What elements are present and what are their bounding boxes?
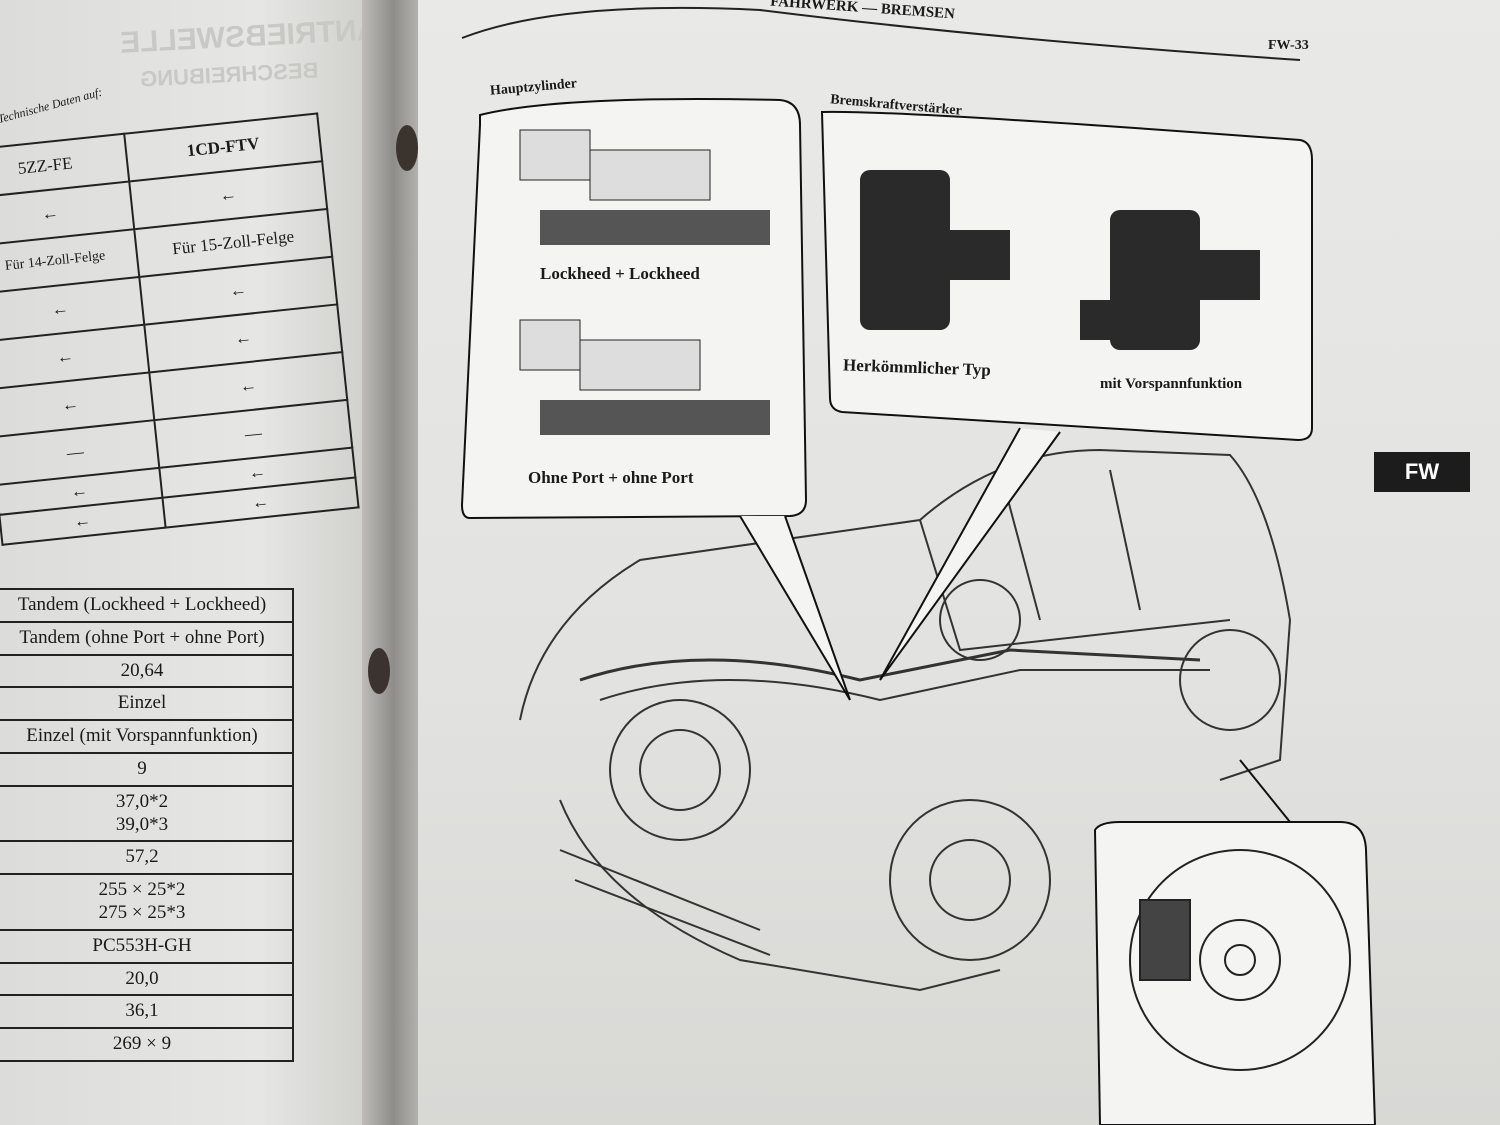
cell: 255 × 25*2 275 × 25*3: [0, 873, 294, 931]
table-row: Tandem (ohne Port + ohne Port): [0, 620, 294, 656]
brake-booster-drawing: [860, 170, 1260, 350]
binder-hole: [396, 125, 418, 171]
table-row: 20,64: [0, 653, 294, 689]
cell: Tandem (Lockheed + Lockheed): [0, 588, 294, 623]
left-page: ANTRIEBSWELLE BESCHREIBUNG Technische Da…: [0, 0, 379, 1125]
master-cylinder-caption-top: Lockheed + Lockheed: [540, 264, 700, 283]
header-rule: [461, 6, 1301, 61]
page-number: FW-33: [1268, 38, 1309, 53]
cell: 57,2: [0, 840, 294, 876]
table-row: Tandem (Lockheed + Lockheed): [0, 588, 294, 623]
cell: 20,0: [0, 961, 294, 997]
cell: 269 × 9: [0, 1027, 294, 1062]
table-row: 36,1: [0, 994, 294, 1030]
master-cylinder-caption-bottom: Ohne Port + ohne Port: [528, 468, 694, 487]
cell: PC553H-GH: [0, 928, 294, 964]
section-tab-fw: FW: [1374, 452, 1470, 492]
callout-pointer: [739, 515, 851, 701]
table-row: 20,0: [0, 961, 294, 997]
table-row: 9: [0, 751, 294, 787]
table-row: Einzel (mit Vorspannfunktion): [0, 719, 294, 754]
master-cylinder-drawing: [519, 129, 770, 435]
table-row: 57,2: [0, 840, 294, 876]
cell: 9: [0, 751, 294, 787]
cell: 20,64: [0, 653, 294, 689]
cell: Tandem (ohne Port + ohne Port): [0, 620, 294, 656]
cell: 37,0*2 39,0*3: [0, 784, 294, 843]
callout-pointer: [1239, 759, 1291, 823]
cell: 36,1: [0, 994, 294, 1030]
table-row: 255 × 25*2 275 × 25*3: [0, 873, 294, 931]
rear-brake-drawing: [1129, 849, 1351, 1071]
table-row: 269 × 9: [0, 1027, 294, 1062]
cell: Einzel: [0, 686, 294, 722]
value-table: Tandem (Lockheed + Lockheed) Tandem (ohn…: [0, 588, 294, 1062]
table-row: 37,0*2 39,0*3: [0, 784, 294, 843]
callout-pointer: [879, 427, 1061, 681]
cell: Einzel (mit Vorspannfunktion): [0, 719, 294, 754]
brake-booster-caption-right: mit Vorspannfunktion: [1100, 376, 1243, 392]
table-row: PC553H-GH: [0, 928, 294, 964]
binder-hole: [368, 648, 390, 694]
table-row: Einzel: [0, 686, 294, 722]
